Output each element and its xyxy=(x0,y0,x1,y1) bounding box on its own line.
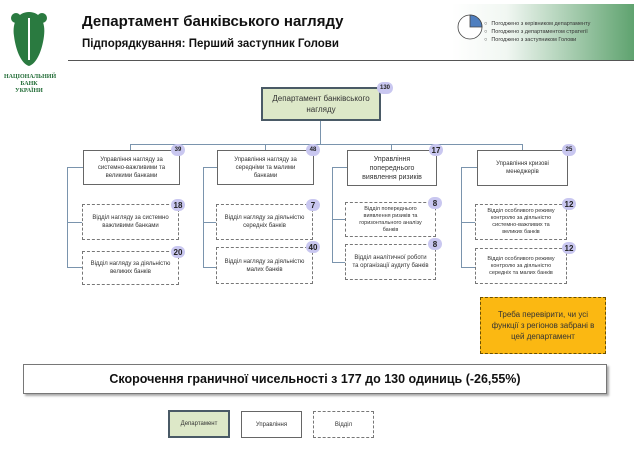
count-badge: 18 xyxy=(171,199,185,211)
page-subtitle: Підпорядкування: Перший заступник Голови xyxy=(82,38,339,50)
division-box[interactable]: Відділ особливого режиму контролю за дія… xyxy=(475,248,567,284)
headcount-summary: Скорочення граничної чисельності з 177 д… xyxy=(23,364,607,394)
connector xyxy=(461,267,475,268)
count-badge: 48 xyxy=(306,144,320,156)
division-label: Відділ нагляду за системно важливими бан… xyxy=(92,215,169,229)
department-label: Департамент банківського нагляду xyxy=(272,94,370,114)
connector xyxy=(67,222,82,223)
division-label: Відділ особливого режиму контролю за дія… xyxy=(487,208,555,235)
division-label: Відділ попереднього виявлення ризиків та… xyxy=(359,205,422,233)
legend-management: Управління xyxy=(241,411,302,438)
legend-item: Погоджено з заступником Голови xyxy=(484,36,590,44)
approval-pie-icon xyxy=(457,14,483,40)
management-label: Управління попереднього виявлення ризикі… xyxy=(362,155,422,181)
connector xyxy=(67,267,82,268)
division-box[interactable]: Відділ нагляду за діяльністю великих бан… xyxy=(82,251,179,285)
connector xyxy=(522,144,523,150)
division-box[interactable]: Відділ аналітичної роботи та організації… xyxy=(345,244,436,280)
connector xyxy=(320,121,321,145)
management-box[interactable]: Управління кризові менеджерів xyxy=(477,150,568,186)
management-box[interactable]: Управління попереднього виявлення ризикі… xyxy=(347,150,437,186)
nbu-logo xyxy=(11,12,47,66)
management-box[interactable]: Управління нагляду за системно-важливими… xyxy=(83,150,180,185)
note-text: Треба перевірити, чи усі функції з регіо… xyxy=(491,310,595,341)
division-label: Відділ аналітичної роботи та організації… xyxy=(352,255,429,269)
division-label: Відділ нагляду за діяльністю малих банкі… xyxy=(224,258,305,273)
department-box[interactable]: Департамент банківського нагляду xyxy=(261,87,381,121)
approval-legend: Погоджено з керівником департаменту Пого… xyxy=(484,20,590,44)
count-badge: 25 xyxy=(562,144,576,156)
count-badge: 40 xyxy=(306,241,320,253)
count-badge: 12 xyxy=(562,242,576,254)
legend-item: Погоджено з департаментом стратегії xyxy=(484,28,590,36)
summary-text: Скорочення граничної чисельності з 177 д… xyxy=(109,372,521,386)
divider xyxy=(68,60,634,61)
connector xyxy=(203,167,217,168)
count-badge: 8 xyxy=(428,238,442,250)
count-badge: 7 xyxy=(306,199,320,211)
management-label: Управління нагляду за середніми та малим… xyxy=(234,156,297,179)
connector xyxy=(461,167,462,267)
connector xyxy=(203,267,216,268)
division-box[interactable]: Відділ нагляду за системно важливими бан… xyxy=(82,204,179,240)
division-label: Відділ нагляду за діяльністю великих бан… xyxy=(90,261,171,275)
connector xyxy=(67,167,68,267)
page-title: Департамент банківського нагляду xyxy=(82,13,344,30)
count-badge: 39 xyxy=(171,144,185,156)
management-label: Управління кризові менеджерів xyxy=(496,161,549,175)
count-badge: 17 xyxy=(429,144,443,156)
count-badge: 8 xyxy=(428,197,442,209)
count-badge: 130 xyxy=(377,82,393,94)
connector xyxy=(203,222,216,223)
legend-item: Погоджено з керівником департаменту xyxy=(484,20,590,28)
division-box[interactable]: Відділ нагляду за діяльністю середніх ба… xyxy=(216,204,313,240)
connector xyxy=(332,167,333,262)
division-label: Відділ нагляду за діяльністю середніх ба… xyxy=(224,215,305,229)
management-box[interactable]: Управління нагляду за середніми та малим… xyxy=(217,150,314,185)
count-badge: 12 xyxy=(562,198,576,210)
connector xyxy=(332,262,345,263)
legend-division: Відділ xyxy=(313,411,374,438)
legend-label: Департамент xyxy=(180,420,218,427)
division-label: Відділ особливого режиму контролю за дія… xyxy=(487,255,555,276)
connector xyxy=(461,222,475,223)
connector xyxy=(461,167,477,168)
connector xyxy=(391,144,392,150)
connector xyxy=(203,167,204,267)
connector xyxy=(265,144,266,150)
management-label: Управління нагляду за системно-важливими… xyxy=(97,156,166,179)
division-box[interactable]: Відділ попереднього виявлення ризиків та… xyxy=(345,202,436,237)
legend-label: Відділ xyxy=(334,421,353,428)
connector xyxy=(130,144,523,145)
division-box[interactable]: Відділ особливого режиму контролю за дія… xyxy=(475,204,567,240)
connector xyxy=(130,144,131,150)
review-note: Треба перевірити, чи усі функції з регіо… xyxy=(480,297,606,354)
count-badge: 20 xyxy=(171,246,185,258)
legend-department: Департамент xyxy=(168,410,230,438)
connector xyxy=(332,167,347,168)
division-box[interactable]: Відділ нагляду за діяльністю малих банкі… xyxy=(216,247,313,284)
connector xyxy=(332,219,345,220)
legend-label: Управління xyxy=(255,421,288,428)
connector xyxy=(67,167,83,168)
